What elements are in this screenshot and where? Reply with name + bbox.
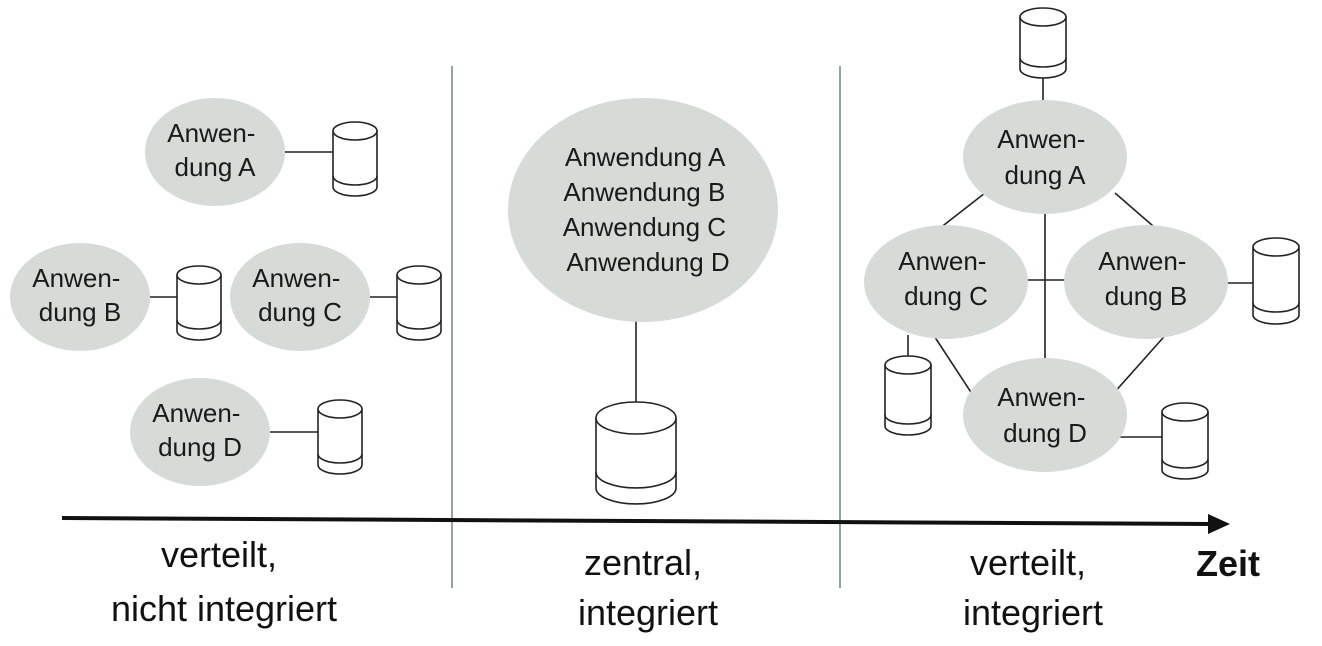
- arrowhead-icon: [1208, 514, 1230, 534]
- database-icon: [317, 399, 363, 475]
- app-node-left-a: [145, 98, 285, 206]
- database-icon: [396, 265, 442, 341]
- database-icon: [176, 265, 222, 341]
- app-label-left-d: Anwen- dung D: [152, 398, 247, 462]
- database-icon: [1252, 237, 1300, 325]
- caption-line: integriert: [963, 592, 1103, 633]
- app-node-right-d: [963, 358, 1127, 472]
- database-icon: [1019, 7, 1067, 79]
- app-label-right-a: Anwen- dung A: [997, 124, 1092, 190]
- app-node-right-c: [864, 225, 1028, 339]
- app-node-left-c: [230, 243, 370, 351]
- database-icon: [332, 121, 378, 197]
- app-label-line: dung C: [904, 281, 988, 311]
- caption-line: zentral,: [584, 542, 702, 583]
- app-label-right-d: Anwen- dung D: [997, 382, 1092, 448]
- app-node-left-b: [10, 243, 150, 351]
- app-label-line: Anwen-: [997, 124, 1085, 154]
- section-distributed-not-integrated: Anwen- dung A Anwen- dung B Anwen- dung …: [10, 98, 442, 486]
- caption-line: integriert: [578, 592, 718, 633]
- database-icon: [884, 355, 932, 436]
- section-central-integrated: Anwendung A Anwendung B Anwendung C Anwe…: [508, 98, 778, 505]
- app-label-line: dung A: [1005, 160, 1087, 190]
- app-label-line: Anwen-: [167, 118, 255, 148]
- time-axis-line: [61, 516, 1213, 526]
- app-label-line: Anwen-: [32, 263, 120, 293]
- app-label-line: Anwen-: [152, 398, 240, 428]
- caption-line: verteilt,: [161, 534, 277, 575]
- app-label-line: Anwen-: [898, 246, 986, 276]
- app-label-left-a: Anwen- dung A: [167, 118, 262, 182]
- caption-distributed-integrated: verteilt, integriert: [963, 542, 1103, 633]
- app-label-right-b: Anwen- dung B: [1098, 246, 1193, 311]
- app-node-right-b: [1064, 225, 1228, 339]
- database-icon: [595, 401, 677, 505]
- app-label-line: dung D: [158, 432, 242, 462]
- app-label-line: Anwendung A: [565, 142, 726, 172]
- app-label-line: Anwen-: [1098, 246, 1186, 276]
- app-node-center: [508, 98, 778, 322]
- app-label-line: Anwendung C: [563, 212, 726, 242]
- app-label-line: dung A: [175, 152, 257, 182]
- caption-distributed-not-integrated: verteilt, nicht integriert: [111, 534, 337, 629]
- time-axis: Zeit: [61, 514, 1260, 584]
- app-label-left-b: Anwen- dung B: [32, 263, 127, 327]
- section-distributed-integrated: Anwen- dung A Anwen- dung C Anwen- dung …: [864, 7, 1300, 480]
- axis-label-zeit: Zeit: [1196, 543, 1260, 584]
- app-label-line: dung B: [1105, 281, 1187, 311]
- caption-central-integrated: zentral, integriert: [578, 542, 718, 633]
- app-label-left-c: Anwen- dung C: [252, 263, 347, 327]
- app-label-right-c: Anwen- dung C: [898, 246, 993, 311]
- app-label-line: Anwendung B: [563, 177, 725, 207]
- app-label-line: dung C: [258, 297, 342, 327]
- app-label-line: Anwen-: [252, 263, 340, 293]
- app-label-line: dung B: [39, 297, 121, 327]
- database-icon: [1161, 402, 1209, 480]
- app-node-right-a: [963, 100, 1127, 214]
- app-label-line: Anwen-: [997, 382, 1085, 412]
- caption-line: verteilt,: [970, 542, 1086, 583]
- app-label-line: Anwendung D: [566, 247, 729, 277]
- app-node-left-d: [130, 378, 270, 486]
- caption-line: nicht integriert: [111, 588, 337, 629]
- app-label-line: dung D: [1003, 418, 1087, 448]
- app-label-center: Anwendung A Anwendung B Anwendung C Anwe…: [563, 142, 734, 277]
